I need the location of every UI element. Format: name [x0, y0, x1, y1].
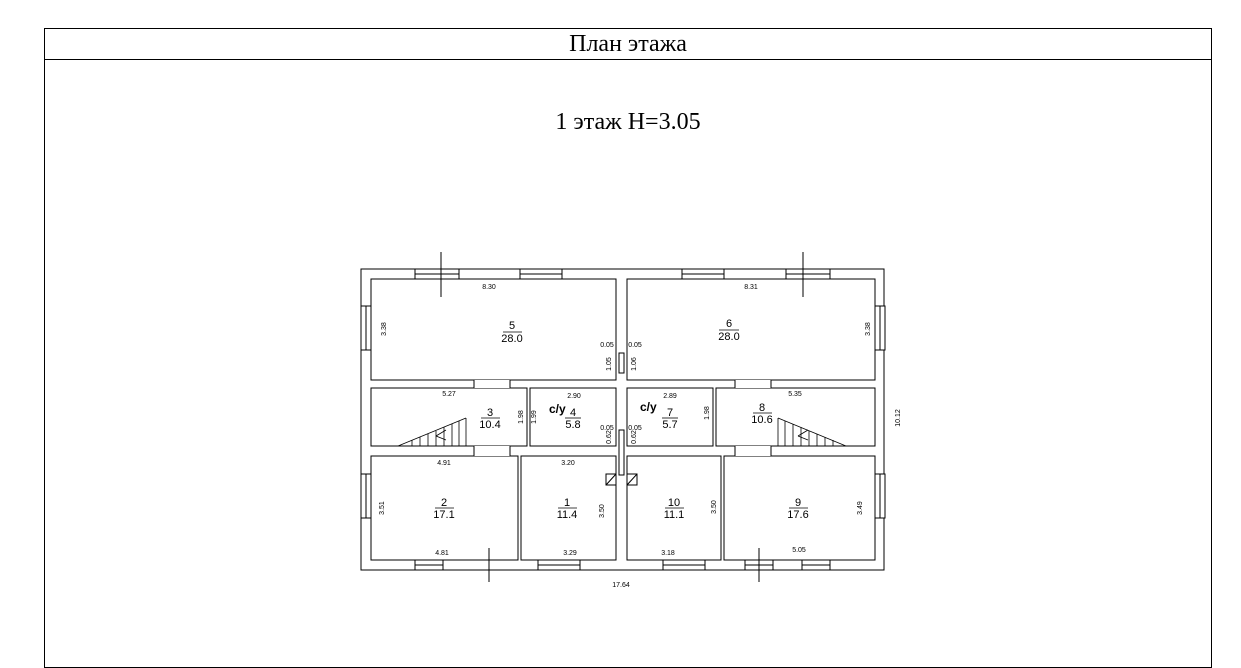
- dim-label: 3.50: [599, 504, 606, 518]
- dim-label: 3.50: [711, 500, 718, 514]
- room-4-outline: [529, 387, 617, 447]
- room-1-number: 1: [564, 497, 570, 509]
- room-8-number: 8: [759, 402, 765, 414]
- dim-label: 0.62: [606, 430, 613, 444]
- dim-label: 5.05: [792, 547, 806, 554]
- dim-label: 3.20: [561, 460, 575, 467]
- room-7-tag: с/у: [640, 400, 657, 414]
- room-4-tag: с/у: [549, 402, 566, 416]
- dim-label: 0.62: [631, 430, 638, 444]
- room-6-number: 6: [726, 318, 732, 330]
- dim-label: 1.98: [704, 406, 711, 420]
- dim-label: 5.35: [788, 391, 802, 398]
- dim-label: 4.81: [435, 550, 449, 557]
- dim-label: 5.27: [442, 391, 456, 398]
- dim-label: 0.05: [600, 342, 614, 349]
- dim-label: 3.29: [563, 550, 577, 557]
- dim-label: 0.05: [600, 425, 614, 432]
- windows: [360, 268, 886, 571]
- dim-label: 0.05: [628, 342, 642, 349]
- dim-label: 3.49: [857, 501, 864, 515]
- dim-label: 8.31: [744, 284, 758, 291]
- room-6-area: 28.0: [718, 331, 739, 343]
- dim-label: 2.90: [567, 393, 581, 400]
- room-5-number: 5: [509, 320, 515, 332]
- sheet-title: План этажа: [45, 29, 1211, 60]
- room-2-number: 2: [441, 497, 447, 509]
- outer-wall: [360, 268, 885, 571]
- room-3-outline: [370, 387, 528, 447]
- room-6-outline: [626, 278, 876, 381]
- room-7-area: 5.7: [662, 419, 677, 431]
- room-4-number: 4: [570, 407, 576, 419]
- dim-label: 17.64: [612, 582, 630, 589]
- room-2-area: 17.1: [433, 509, 454, 521]
- room-9-number: 9: [795, 497, 801, 509]
- room-9-area: 17.6: [787, 509, 808, 521]
- dim-label: 2.89: [663, 393, 677, 400]
- room-5-outline: [370, 278, 617, 381]
- dim-label: 3.38: [381, 322, 388, 336]
- staircase-right: [777, 417, 847, 447]
- room-8-area: 10.6: [751, 414, 772, 426]
- dim-label: 1.05: [606, 357, 613, 371]
- section-marks: [440, 252, 804, 582]
- dim-label: 3.38: [865, 322, 872, 336]
- room-7-number: 7: [667, 407, 673, 419]
- dim-label: 1.98: [518, 410, 525, 424]
- room-3-number: 3: [487, 407, 493, 419]
- ventilation-duct: [618, 429, 625, 476]
- room-5-area: 28.0: [501, 333, 522, 345]
- room-4-area: 5.8: [565, 419, 580, 431]
- room-3-area: 10.4: [479, 419, 500, 431]
- dim-label: 4.91: [437, 460, 451, 467]
- door-opening: [735, 380, 771, 388]
- room-1-area: 11.4: [557, 509, 578, 521]
- dim-label: 3.18: [661, 550, 675, 557]
- dim-label: 1.99: [531, 410, 538, 424]
- dim-label: 8.30: [482, 284, 496, 291]
- dim-label: 10.12: [895, 409, 902, 427]
- dim-label: 3.51: [379, 501, 386, 515]
- room-10-number: 10: [668, 497, 680, 509]
- dim-label: 0.05: [628, 425, 642, 432]
- room-7-outline: [626, 387, 714, 447]
- staircase-left: [397, 417, 467, 447]
- dim-label: 1.06: [631, 357, 638, 371]
- floor-plan: 5 28.0 6 28.0 3 10.4 4 5.8 7 5.7 8 10.6 …: [360, 252, 902, 589]
- door-opening: [474, 380, 510, 388]
- floor-title: 1 этаж Н=3.05: [555, 109, 701, 135]
- chimney-duct: [618, 352, 625, 374]
- room-8-outline: [715, 387, 876, 447]
- room-10-area: 11.1: [664, 509, 685, 521]
